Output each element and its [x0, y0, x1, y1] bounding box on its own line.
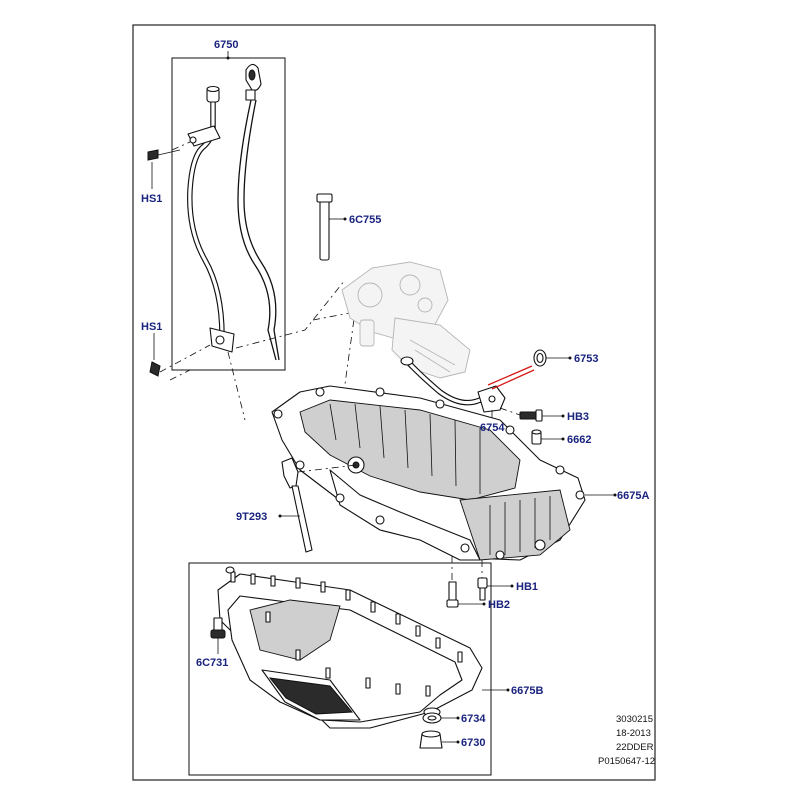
assembly-leader-1 [227, 351, 246, 421]
callout-hs1-top: HS1 [141, 193, 162, 205]
bolt-6c731 [210, 617, 226, 654]
dipstick-tube [187, 85, 235, 353]
callout-6675a: 6675A [617, 490, 649, 502]
screw-hs1-bottom [149, 333, 211, 377]
reference-line-3: 22DDER [616, 742, 654, 753]
reference-line-4: P0150647-12 [598, 756, 655, 767]
assembly-leader-2 [235, 279, 346, 349]
callout-6c755: 6C755 [349, 214, 381, 226]
reference-line-2: 18-2013 [616, 728, 651, 739]
install-direction-line-1 [487, 365, 533, 386]
oil-pickup-pipe [400, 356, 506, 420]
lower-pan-group-box [188, 562, 492, 776]
upper-oil-pan [271, 385, 615, 561]
dipstick-rod [237, 63, 280, 361]
callout-6754: 6754 [480, 422, 505, 434]
reference-line-1: 3030215 [616, 714, 653, 725]
assembly-leader-4 [169, 369, 191, 381]
callout-6662: 6662 [567, 434, 591, 446]
tube-6c755 [316, 193, 345, 261]
drain-plug-6730 [419, 730, 458, 749]
washer-6734 [422, 712, 458, 724]
lower-oil-pan [217, 571, 508, 729]
install-direction-line-2 [491, 369, 535, 390]
callout-6730: 6730 [461, 737, 485, 749]
callout-6c731: 6C731 [196, 657, 228, 669]
gasket-6753 [487, 349, 570, 390]
callout-hb1: HB1 [516, 581, 538, 593]
dowel-6662 [531, 429, 563, 445]
callout-6753: 6753 [574, 353, 598, 365]
bolt-hb2 [446, 556, 484, 608]
callout-hb2: HB2 [488, 599, 510, 611]
screw-hs1-top [147, 141, 191, 161]
oil-level-sensor-9t293 [280, 457, 357, 553]
callout-6675b: 6675B [511, 685, 543, 697]
callout-9t293: 9T293 [236, 511, 267, 523]
bolt-hb3 [499, 407, 563, 422]
callout-6750: 6750 [214, 39, 238, 51]
callout-6734: 6734 [461, 713, 486, 725]
callout-hs1-bottom: HS1 [141, 321, 162, 333]
seal-lower-left [225, 566, 235, 574]
callout-hb3: HB3 [567, 411, 589, 423]
